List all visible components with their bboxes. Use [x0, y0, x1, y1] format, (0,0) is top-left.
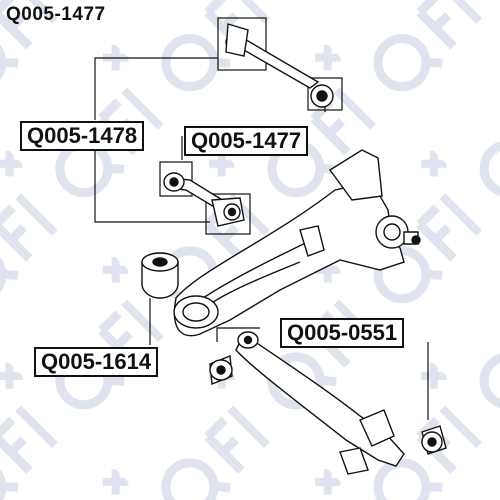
lower-control-arm	[235, 331, 405, 475]
bushing-1614	[141, 252, 179, 299]
upper-arm-rod	[225, 23, 334, 108]
small-bushing-left	[209, 355, 233, 385]
leader-lines	[94, 17, 429, 420]
page-title: Q005-1477	[6, 4, 106, 25]
small-bushing-right	[421, 425, 447, 455]
part-callout-q005-1478: Q005-1478	[20, 121, 145, 151]
part-callout-q005-1477: Q005-1477	[184, 126, 309, 156]
part-callout-q005-1614: Q005-1614	[34, 347, 159, 377]
lateral-link	[163, 172, 245, 227]
part-callout-q005-0551: Q005-0551	[280, 318, 405, 348]
trailing-arm	[173, 149, 421, 337]
